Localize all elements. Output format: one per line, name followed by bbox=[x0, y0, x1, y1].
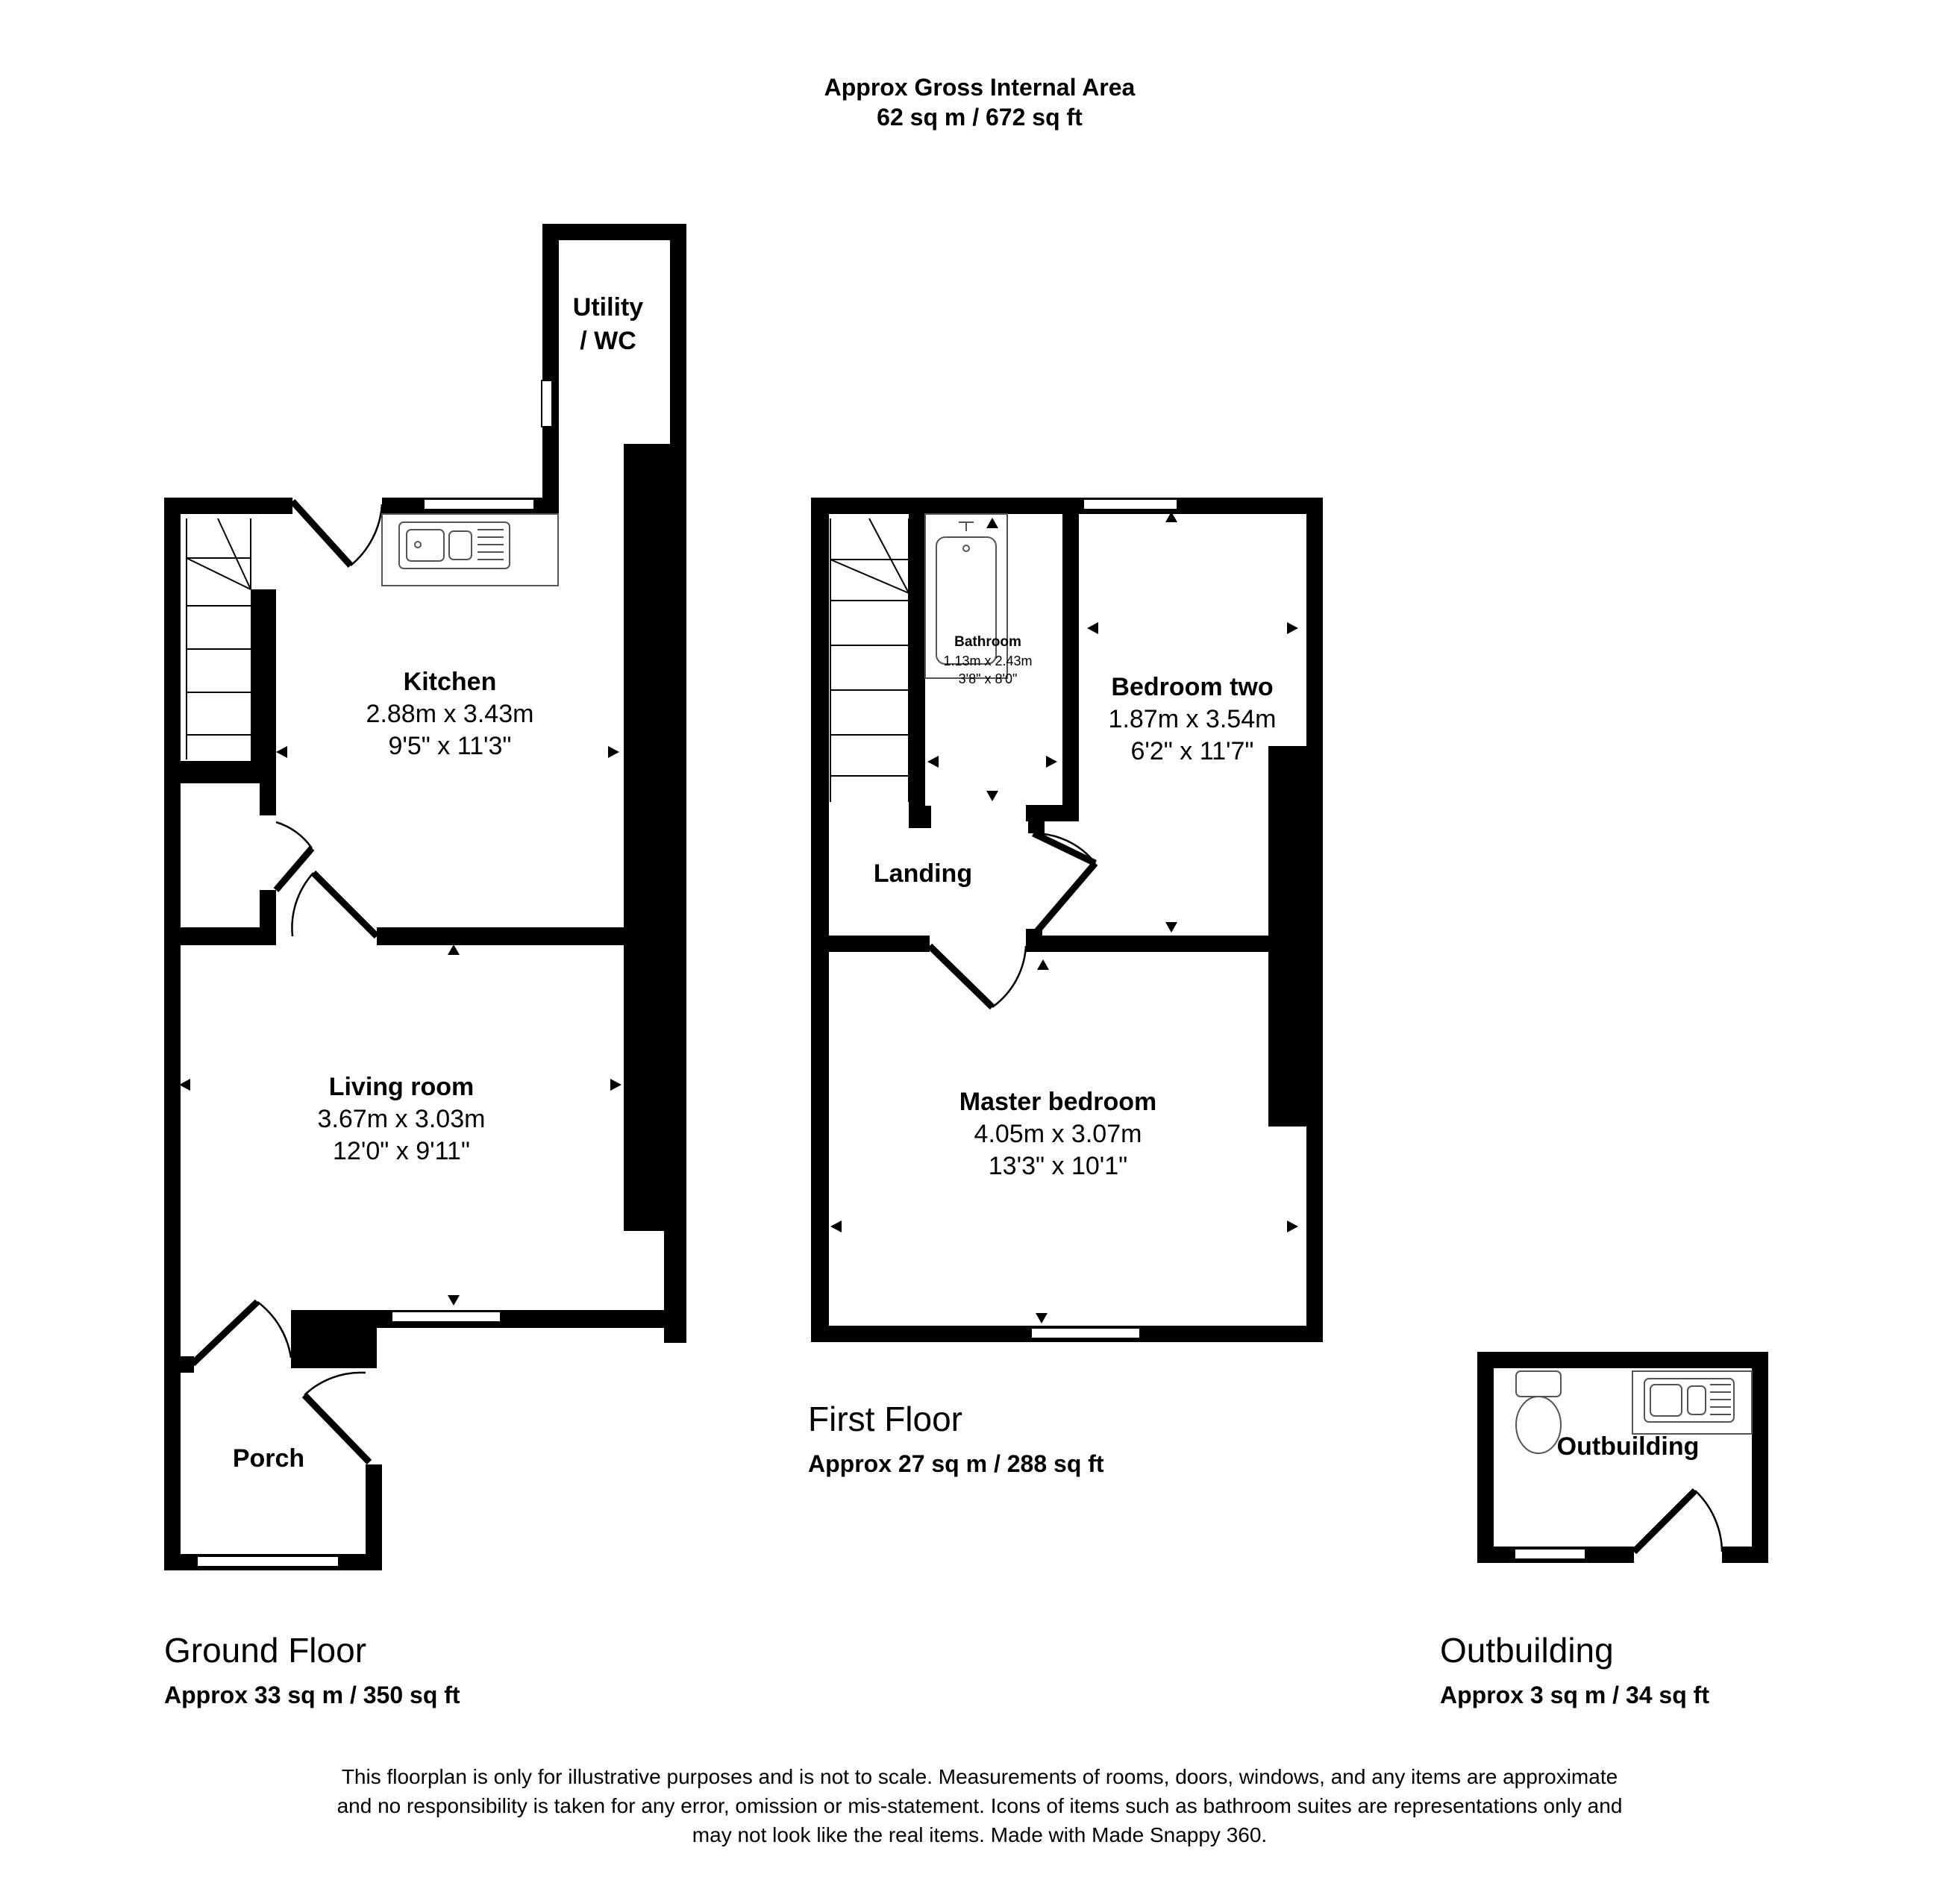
master-window bbox=[1030, 1327, 1141, 1339]
ground-floor-title: Ground Floor bbox=[164, 1631, 366, 1670]
chimney-breast-ground bbox=[624, 444, 670, 1231]
master-metric: 4.05m x 3.07m bbox=[974, 1120, 1142, 1148]
porch-label: Porch bbox=[233, 1444, 304, 1473]
outbuilding-title: Outbuilding bbox=[1440, 1631, 1614, 1670]
outbuilding-area: Approx 3 sq m / 34 sq ft bbox=[1440, 1682, 1709, 1708]
kitchen-metric: 2.88m x 3.43m bbox=[366, 700, 534, 728]
utility-label-2: / WC bbox=[580, 327, 636, 355]
outbuilding-window bbox=[1514, 1548, 1586, 1560]
bedroom-two-window bbox=[1083, 498, 1178, 510]
landing-label: Landing bbox=[874, 859, 972, 888]
bathroom-metric: 1.13m x 2.43m bbox=[943, 654, 1032, 668]
master-label: Master bedroom bbox=[959, 1088, 1157, 1116]
ground-floor-area: Approx 33 sq m / 350 sq ft bbox=[164, 1682, 460, 1708]
porch-window bbox=[196, 1555, 339, 1567]
disclaimer-line-2: and no responsibility is taken for any e… bbox=[337, 1794, 1623, 1817]
outbuilding-doors bbox=[1631, 1488, 1723, 1555]
outbuilding-plan: Outbuilding Outbuilding Approx 3 sq m / … bbox=[1440, 1352, 1768, 1708]
utility-window bbox=[541, 380, 553, 427]
bedroom-two-imperial: 6'2" x 11'7" bbox=[1130, 737, 1253, 765]
utility-label-1: Utility bbox=[573, 293, 644, 322]
first-floor-title: First Floor bbox=[808, 1400, 962, 1438]
ground-doors bbox=[190, 498, 383, 1465]
living-window bbox=[391, 1311, 501, 1323]
disclaimer-line-1: This floorplan is only for illustrative … bbox=[342, 1765, 1618, 1788]
bathroom-imperial: 3'8" x 8'0" bbox=[959, 671, 1018, 686]
living-imperial: 12'0" x 9'11" bbox=[333, 1137, 470, 1165]
ground-stairs bbox=[186, 518, 251, 759]
ground-floor-plan: Utility / WC Kitchen 2.88m x 3.43m 9'5" … bbox=[164, 224, 686, 1708]
first-doors bbox=[927, 830, 1098, 1010]
living-metric: 3.67m x 3.03m bbox=[318, 1105, 486, 1133]
kitchen-label: Kitchen bbox=[404, 668, 497, 696]
chimney-breast-living bbox=[291, 1310, 377, 1368]
outbuilding-toilet bbox=[1515, 1370, 1562, 1454]
master-imperial: 13'3" x 10'1" bbox=[989, 1152, 1127, 1180]
ground-dimension-markers bbox=[179, 746, 621, 1306]
outbuilding-sink bbox=[1632, 1370, 1753, 1435]
bedroom-two-metric: 1.87m x 3.54m bbox=[1109, 705, 1277, 733]
gross-area-value: 62 sq m / 672 sq ft bbox=[877, 104, 1083, 131]
disclaimer-line-3: may not look like the real items. Made w… bbox=[692, 1823, 1267, 1846]
living-label: Living room bbox=[329, 1073, 475, 1101]
first-floor-area: Approx 27 sq m / 288 sq ft bbox=[808, 1450, 1104, 1477]
first-stairs bbox=[830, 518, 909, 802]
gross-area-title: Approx Gross Internal Area bbox=[824, 74, 1136, 101]
kitchen-window bbox=[423, 498, 535, 510]
outbuilding-label: Outbuilding bbox=[1557, 1432, 1700, 1461]
bathroom-label: Bathroom bbox=[954, 634, 1021, 650]
first-floor-plan: Bathroom 1.13m x 2.43m 3'8" x 8'0" Bedro… bbox=[808, 498, 1323, 1477]
bedroom-two-label: Bedroom two bbox=[1111, 673, 1273, 701]
kitchen-sink bbox=[381, 513, 559, 586]
first-dimension-markers bbox=[830, 512, 1298, 1323]
bath-tub bbox=[924, 513, 1008, 679]
kitchen-imperial: 9'5" x 11'3" bbox=[388, 732, 511, 760]
